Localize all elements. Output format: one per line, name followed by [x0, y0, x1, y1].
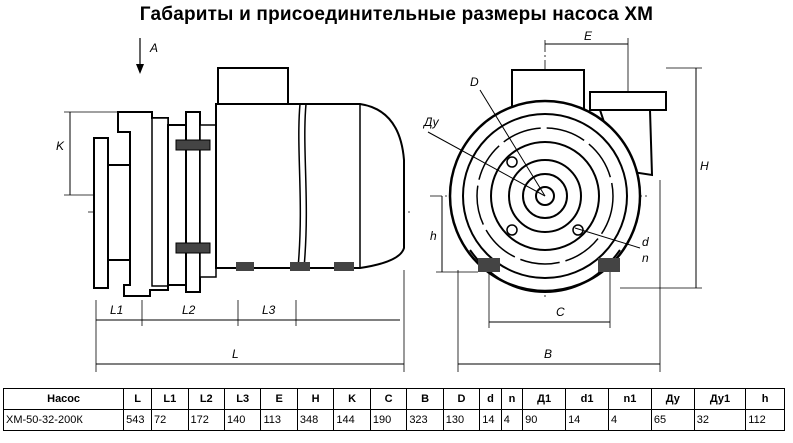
motor-body	[215, 103, 405, 269]
label-Dy: Ду	[422, 115, 440, 129]
label-d: d	[642, 235, 649, 249]
col-header: B	[406, 388, 444, 410]
label-n: n	[642, 251, 649, 265]
pump-spec-table: Насос L L1 L2 L3 E H K C B D d n Д1 d1 n…	[2, 388, 785, 431]
col-header: K	[333, 388, 371, 410]
col-header: Насос	[2, 388, 125, 410]
table-cell: 4	[607, 409, 652, 431]
table-cell: ХМ-50-32-200К	[2, 409, 125, 431]
col-header: C	[369, 388, 408, 410]
label-C: C	[556, 305, 565, 319]
label-B: B	[544, 347, 552, 361]
table-cell: 4	[500, 409, 524, 431]
table-cell: 543	[123, 409, 153, 431]
table-cell: 130	[442, 409, 481, 431]
label-L3: L3	[262, 303, 276, 317]
col-header: Д1	[522, 388, 567, 410]
side-view: A K L1 L2 L3 L	[56, 38, 410, 372]
col-header: n1	[607, 388, 652, 410]
col-header: L	[123, 388, 153, 410]
col-header: d1	[565, 388, 609, 410]
table-cell: 32	[693, 409, 747, 431]
pump-dimension-drawing: A K L1 L2 L3 L	[56, 30, 709, 372]
front-view: D Ду d n E H h C B	[422, 30, 709, 372]
table-cell: 90	[522, 409, 567, 431]
col-header: n	[500, 388, 524, 410]
col-header: h	[745, 388, 785, 410]
table-cell: 65	[650, 409, 695, 431]
table-cell: 112	[745, 409, 785, 431]
table-cell: 172	[187, 409, 225, 431]
table-cell: 14	[565, 409, 609, 431]
label-H: H	[700, 159, 709, 173]
label-E: E	[584, 30, 593, 43]
table-cell: 113	[260, 409, 298, 431]
label-L2: L2	[182, 303, 196, 317]
table-cell: 190	[369, 409, 408, 431]
col-header: L2	[187, 388, 225, 410]
label-D: D	[470, 75, 479, 89]
table-row: ХМ-50-32-200К 543 72 172 140 113 348 144…	[2, 409, 785, 431]
table-cell: 144	[333, 409, 371, 431]
label-h: h	[430, 229, 437, 243]
table-cell: 72	[151, 409, 189, 431]
table-cell: 14	[479, 409, 502, 431]
col-header: H	[296, 388, 335, 410]
label-L1: L1	[110, 303, 123, 317]
col-header: d	[479, 388, 502, 410]
col-header: L1	[151, 388, 189, 410]
table-header-row: Насос L L1 L2 L3 E H K C B D d n Д1 d1 n…	[2, 388, 785, 410]
col-header: Ду	[650, 388, 695, 410]
label-A: A	[149, 41, 158, 55]
table-cell: 348	[296, 409, 335, 431]
col-header: L3	[223, 388, 262, 410]
label-L: L	[232, 347, 239, 361]
table-cell: 323	[406, 409, 444, 431]
col-header: Ду1	[693, 388, 747, 410]
suction-pipe	[107, 164, 131, 261]
col-header: E	[260, 388, 298, 410]
page-title: Габариты и присоединительные размеры нас…	[139, 4, 654, 25]
table-cell: 140	[223, 409, 262, 431]
discharge-flange	[589, 91, 667, 111]
suction-flange	[93, 137, 109, 289]
label-K: K	[56, 139, 65, 153]
col-header: D	[442, 388, 481, 410]
